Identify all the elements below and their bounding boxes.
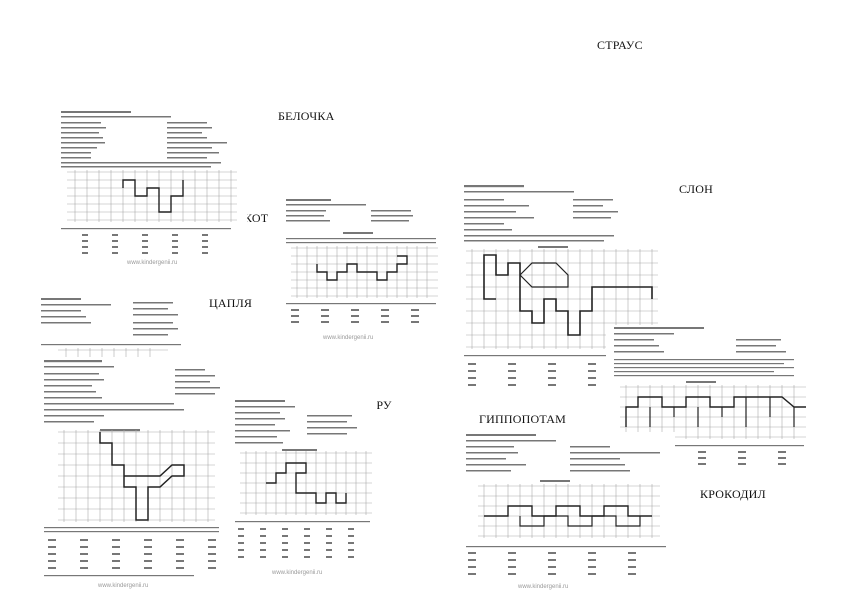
label-caplya: ЦАПЛЯ bbox=[209, 296, 253, 310]
worksheet-krokodil-drawing bbox=[466, 434, 666, 575]
worksheet-kenguru-drawing bbox=[235, 400, 372, 558]
watermark-straus: www.kindergenii.ru bbox=[98, 583, 149, 589]
worksheet-kot-drawing bbox=[286, 199, 438, 323]
worksheet-gippopotam-drawing bbox=[614, 327, 806, 465]
label-belochka: БЕЛОЧКА bbox=[278, 109, 335, 123]
watermark-belochka: www.kindergenii.ru bbox=[127, 260, 178, 266]
worksheet-belochka: www.kindergenii.ru bbox=[57, 108, 247, 273]
worksheet-caplya bbox=[38, 296, 188, 366]
worksheet-kenguru: www.kindergenii.ru bbox=[232, 397, 377, 582]
label-straus: СТРАУС bbox=[597, 38, 643, 52]
watermark-krokodil: www.kindergenii.ru bbox=[518, 584, 569, 590]
label-gippopotam: ГИППОПОТАМ bbox=[479, 412, 567, 426]
worksheet-kot: www.kindergenii.ru bbox=[283, 196, 445, 346]
worksheet-krokodil: www.kindergenii.ru bbox=[460, 432, 675, 595]
worksheet-caplya-drawing bbox=[41, 298, 181, 366]
label-slon: СЛОН bbox=[679, 182, 713, 196]
label-kot: КОТ bbox=[244, 211, 269, 225]
worksheet-belochka-drawing bbox=[61, 111, 237, 254]
watermark-kot: www.kindergenii.ru bbox=[323, 335, 374, 341]
worksheet-straus: www.kindergenii.ru bbox=[40, 357, 230, 595]
label-krokodil: КРОКОДИЛ bbox=[700, 487, 766, 501]
worksheet-straus-drawing bbox=[44, 360, 220, 577]
watermark-kenguru: www.kindergenii.ru bbox=[272, 570, 323, 576]
